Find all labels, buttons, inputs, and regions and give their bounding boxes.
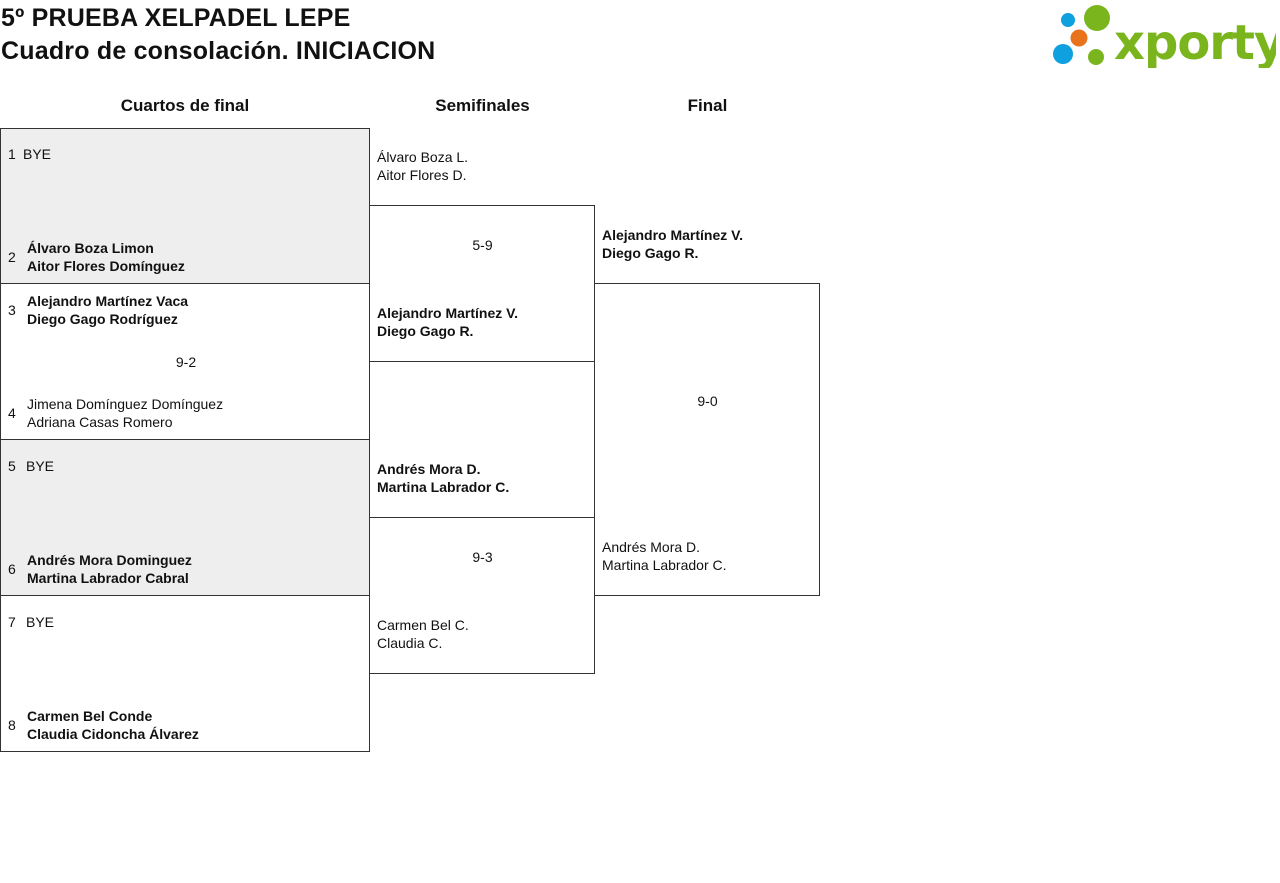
- sf1-team-a: Álvaro Boza L. Aitor Flores D.: [377, 149, 469, 183]
- seed-number: 7: [8, 614, 16, 630]
- seed-number: 6: [8, 561, 16, 577]
- xporty-logo: xporty: [1050, 4, 1280, 71]
- final-team-a: Alejandro Martínez V. Diego Gago R.: [602, 227, 744, 261]
- team-loser: Jimena Domínguez Domínguez Adriana Casas…: [27, 396, 224, 430]
- team-winner: Andrés Mora Dominguez Martina Labrador C…: [27, 552, 192, 586]
- seed-number: 4: [8, 405, 16, 421]
- round-header-semis: Semifinales: [435, 96, 530, 115]
- match-score: 9-0: [697, 393, 718, 409]
- round-header-final: Final: [687, 96, 728, 115]
- team-loser: Carmen Bel C. Claudia C.: [377, 617, 469, 651]
- qf-match-3: 5 BYE 6 Andrés Mora Dominguez Martina La…: [0, 439, 370, 596]
- qf-match-1: 1 BYE 2 Álvaro Boza Limon Aitor Flores D…: [0, 128, 370, 284]
- seed-number: 8: [8, 717, 16, 733]
- title-line-2: Cuadro de consolación. INICIACION: [1, 37, 436, 65]
- seed-number: 5: [8, 458, 16, 474]
- final-match: 9-0 Andrés Mora D. Martina Labrador C.: [594, 283, 820, 596]
- qf-match-4: 7 BYE 8 Carmen Bel Conde Claudia Cidonch…: [0, 595, 370, 752]
- team-bye: BYE: [23, 146, 52, 162]
- team-winner: Álvaro Boza Limon Aitor Flores Domínguez: [27, 240, 185, 274]
- seed-number: 2: [8, 249, 16, 265]
- xporty-logo-graphic: xporty: [1053, 5, 1280, 71]
- team-winner: Carmen Bel Conde Claudia Cidoncha Álvare…: [27, 708, 199, 742]
- match-score: 9-3: [472, 549, 493, 565]
- team-bye: BYE: [26, 458, 55, 474]
- logo-wordmark: xporty: [1114, 15, 1276, 68]
- title-line-1: 5º PRUEBA XELPADEL LEPE: [1, 4, 351, 32]
- qf-match-2: 3 Alejandro Martínez Vaca Diego Gago Rod…: [0, 283, 370, 440]
- team-winner: Alejandro Martínez V. Diego Gago R.: [377, 305, 519, 339]
- seed-number: 3: [8, 302, 16, 318]
- seed-number: 1: [8, 146, 16, 162]
- team-runner-up: Andrés Mora D. Martina Labrador C.: [602, 539, 727, 573]
- team-bye: BYE: [26, 614, 55, 630]
- team-winner: Alejandro Martínez Vaca Diego Gago Rodrí…: [27, 293, 189, 327]
- sf-match-2: 9-3 Carmen Bel C. Claudia C.: [369, 517, 595, 674]
- sf-match-1: 5-9 Alejandro Martínez V. Diego Gago R.: [369, 205, 595, 362]
- sf2-team-a: Andrés Mora D. Martina Labrador C.: [377, 461, 510, 495]
- match-score: 5-9: [472, 237, 493, 253]
- round-header-quarters: Cuartos de final: [120, 96, 250, 115]
- match-score: 9-2: [175, 354, 197, 370]
- page-title: 5º PRUEBA XELPADEL LEPE Cuadro de consol…: [1, 2, 435, 68]
